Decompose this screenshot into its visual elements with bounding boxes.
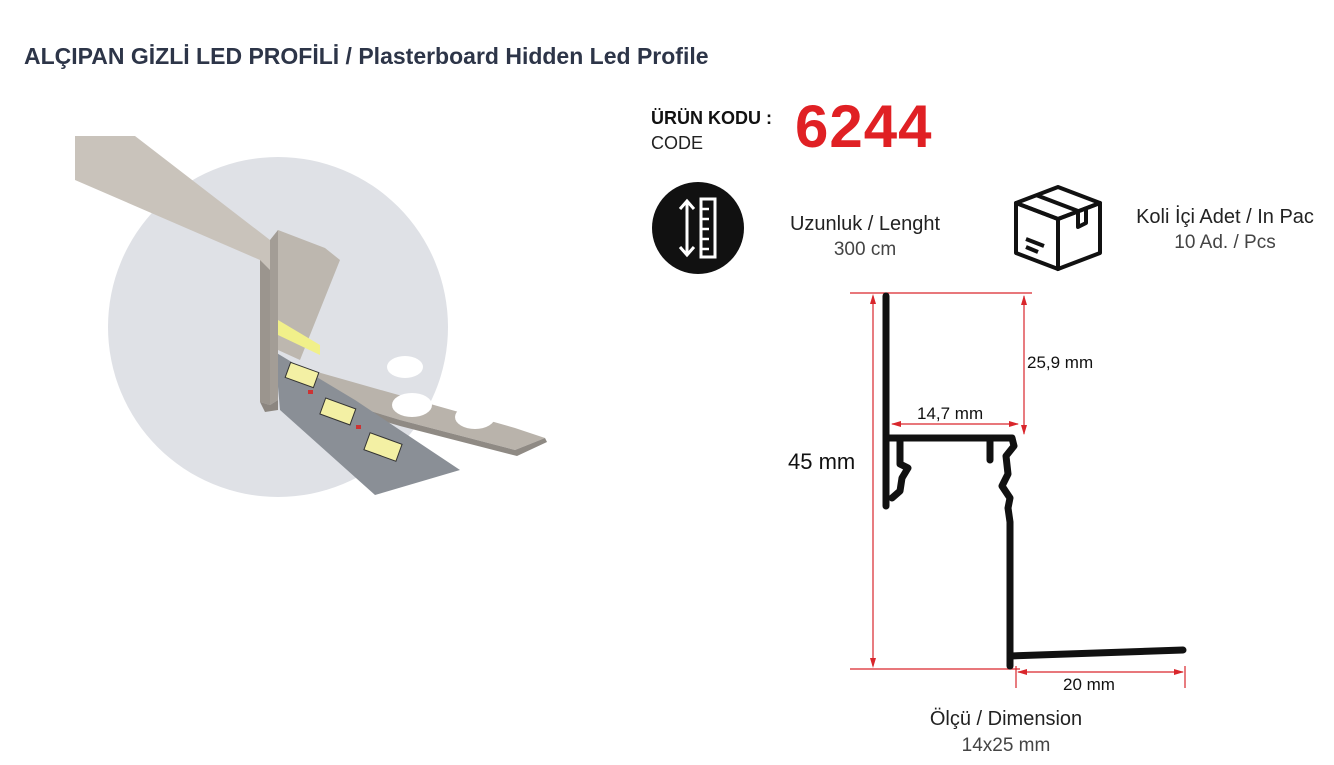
dimension-title: Ölçü / Dimension <box>929 708 1083 730</box>
profile-technical-drawing <box>850 292 1187 688</box>
product-image <box>75 136 547 497</box>
box-icon <box>1014 185 1102 271</box>
product-code-label: ÜRÜN KODU : <box>651 108 772 128</box>
length-ruler-icon <box>652 182 744 274</box>
length-value: 300 cm <box>833 239 897 260</box>
led-strip <box>275 352 460 495</box>
product-code-value: 6244 <box>795 93 933 160</box>
dimension-lines <box>850 292 1186 688</box>
dimension-value: 14x25 mm <box>961 735 1051 756</box>
length-title: Uzunluk / Lenght <box>789 213 941 235</box>
top-height-label: 25,9 mm <box>1027 353 1094 372</box>
package-title: Koli İçi Adet / In Pac <box>1136 206 1314 228</box>
flange-width-label: 20 mm <box>1063 675 1115 694</box>
profile-body <box>75 136 270 405</box>
channel-width-label: 14,7 mm <box>917 404 984 423</box>
package-value: 10 Ad. / Pcs <box>1174 232 1276 253</box>
product-code-sublabel: CODE <box>651 133 704 153</box>
page-title: ALÇIPAN GİZLİ LED PROFİLİ / Plasterboard… <box>24 43 709 69</box>
total-height-label: 45 mm <box>788 449 856 474</box>
profile-outline <box>882 292 1187 670</box>
